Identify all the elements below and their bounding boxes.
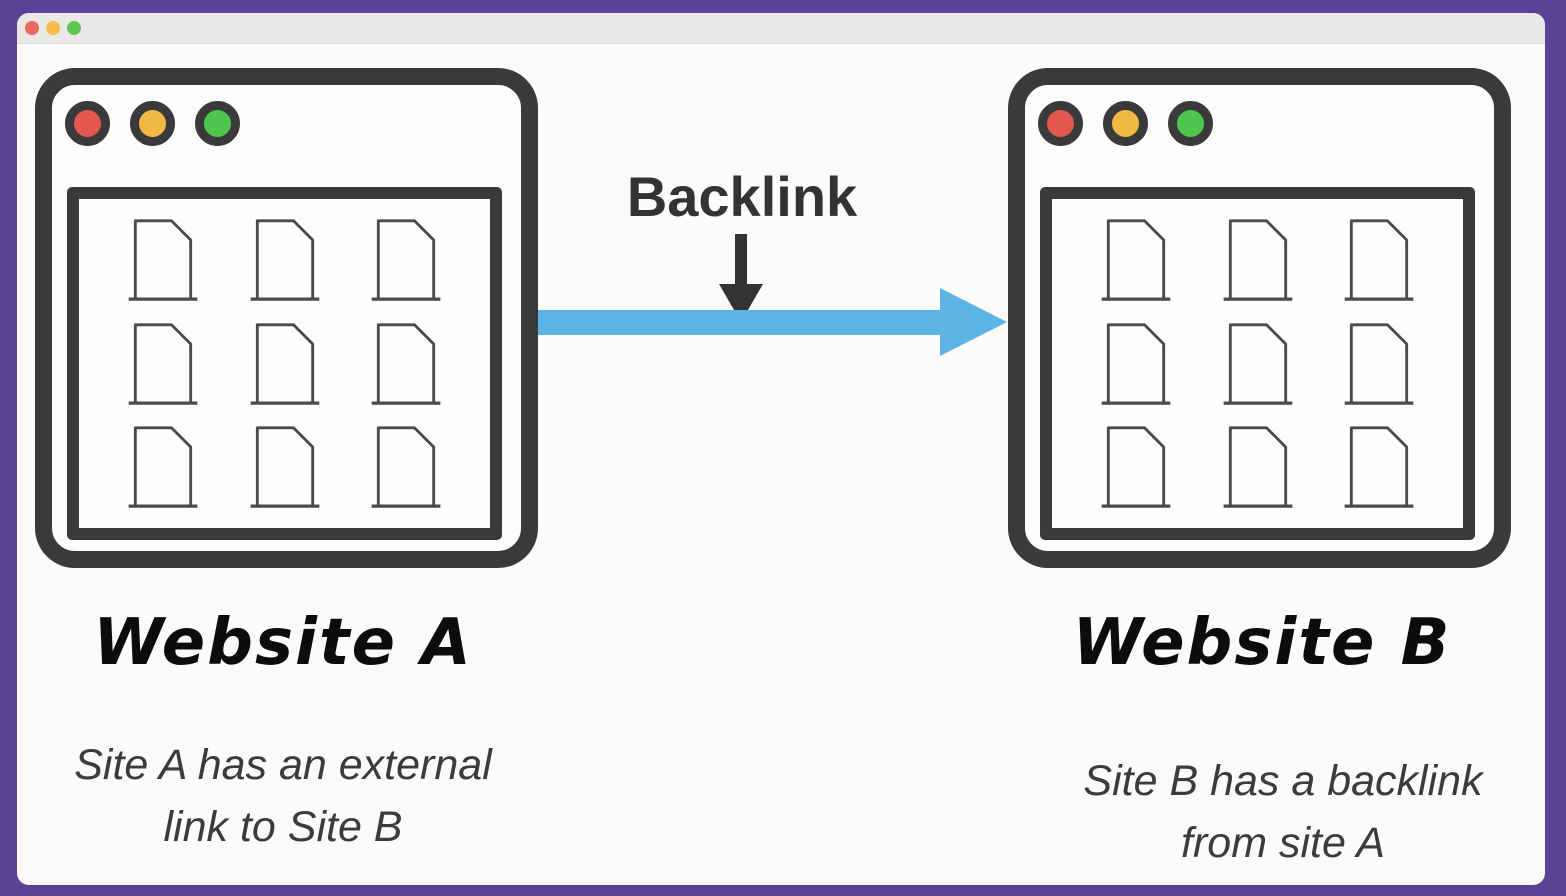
page-icon — [1342, 322, 1416, 406]
page-icon — [248, 322, 322, 406]
caption-line: link to Site B — [163, 803, 403, 851]
red-dot-icon — [1038, 101, 1083, 146]
website-b-label: Website B — [1072, 606, 1452, 680]
page-icon — [1221, 322, 1295, 406]
backlink-arrow-head-icon — [940, 288, 1007, 356]
page-icon — [369, 322, 443, 406]
yellow-dot-icon — [130, 101, 175, 146]
page-icon — [126, 425, 200, 509]
page-grid — [67, 187, 502, 540]
page-icon — [1342, 218, 1416, 302]
browser-dots — [65, 101, 521, 146]
page-icon — [1342, 425, 1416, 509]
red-dot-icon — [65, 101, 110, 146]
caption-line: from site A — [1181, 819, 1385, 867]
app-window: Backlink — [17, 13, 1545, 885]
backlink-label: Backlink — [626, 165, 858, 228]
browser-dots — [1038, 101, 1494, 146]
down-arrow-icon — [719, 234, 763, 322]
caption-line: Site A has an external — [74, 741, 492, 789]
page-grid — [1040, 187, 1475, 540]
backlink-arrow — [538, 310, 940, 335]
page-icon — [248, 425, 322, 509]
minimize-button[interactable] — [46, 21, 60, 35]
green-dot-icon — [195, 101, 240, 146]
page-icon — [1099, 425, 1173, 509]
page-icon — [126, 322, 200, 406]
page-icon — [1099, 322, 1173, 406]
maximize-button[interactable] — [67, 21, 81, 35]
green-dot-icon — [1168, 101, 1213, 146]
website-a-window — [35, 68, 538, 568]
page-icon — [1221, 425, 1295, 509]
page-icon — [126, 218, 200, 302]
page-icon — [1221, 218, 1295, 302]
caption-line: Site B has a backlink — [1083, 757, 1483, 805]
titlebar — [17, 13, 1545, 44]
page-icon — [369, 218, 443, 302]
page-icon — [369, 425, 443, 509]
close-button[interactable] — [25, 21, 39, 35]
diagram-canvas: Backlink — [17, 44, 1545, 884]
website-b-window — [1008, 68, 1511, 568]
page-icon — [1099, 218, 1173, 302]
page-icon — [248, 218, 322, 302]
yellow-dot-icon — [1103, 101, 1148, 146]
website-b-caption: Site B has a backlink from site A — [1083, 750, 1482, 874]
website-a-caption: Site A has an external link to Site B — [74, 734, 492, 858]
website-a-label: Website A — [93, 606, 473, 680]
